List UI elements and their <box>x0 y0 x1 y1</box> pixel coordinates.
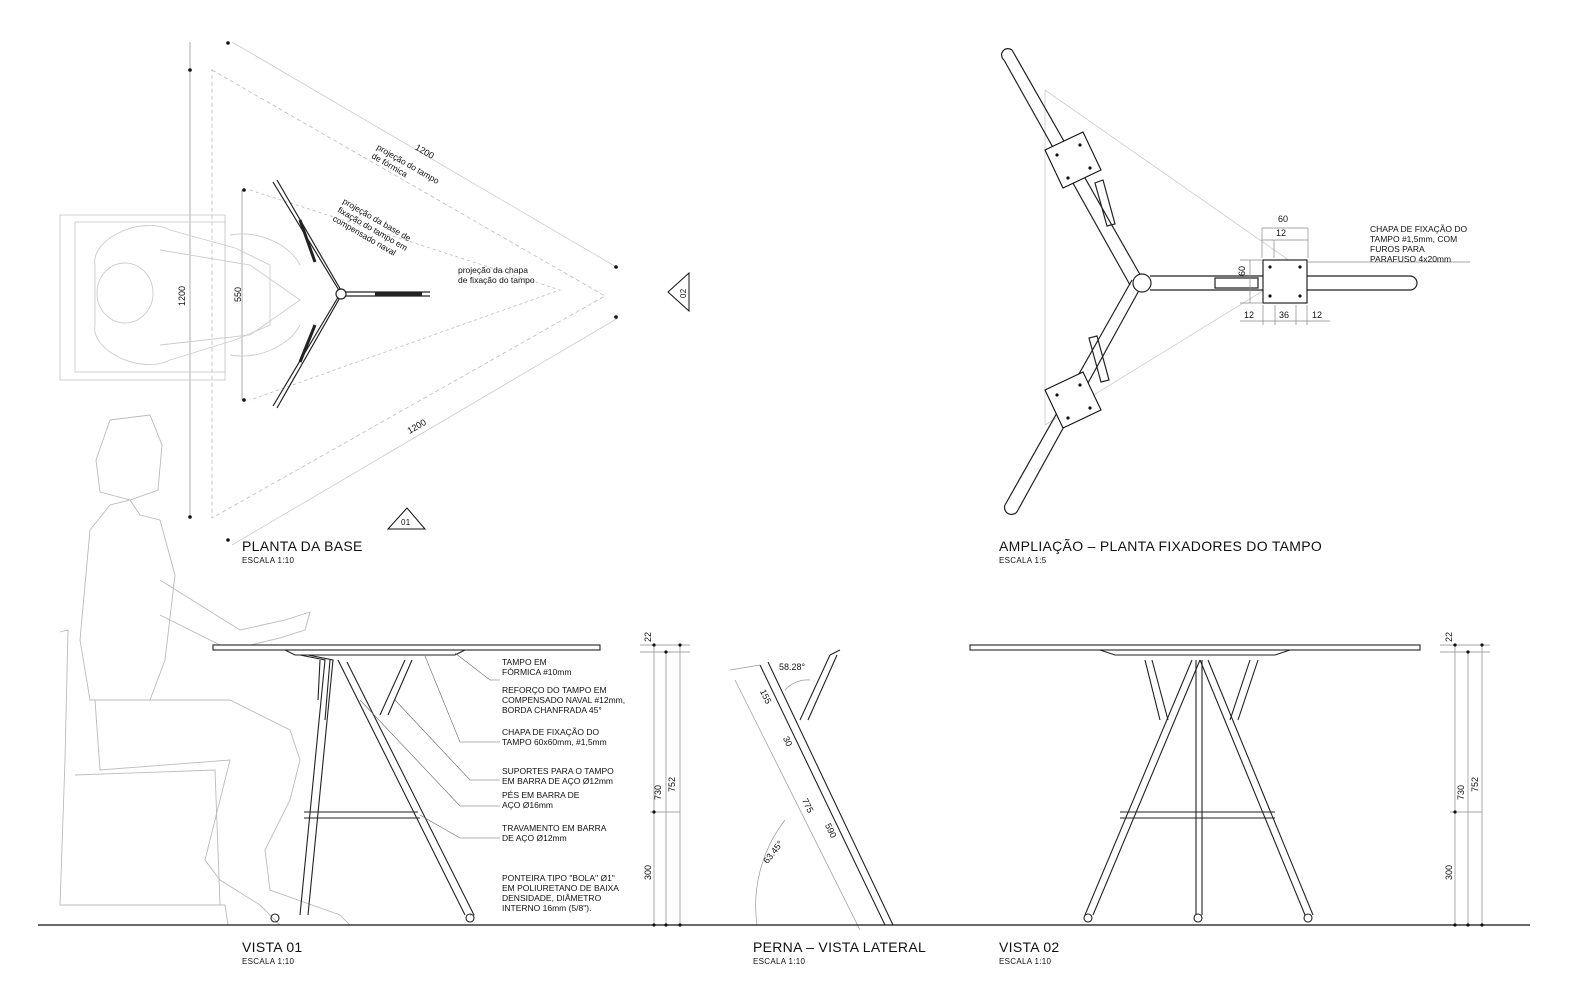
v2-dim-300: 300 <box>1444 864 1454 880</box>
vista01-table <box>212 644 601 923</box>
chapa-dim-right: 12 <box>1312 310 1323 320</box>
chapa-dim-off-top: 12 <box>1276 228 1287 238</box>
note-chapa: CHAPA DE FIXAÇÃO DO TAMPO 60x60mm, #1,5m… <box>502 727 607 747</box>
vista02-table <box>969 644 1421 923</box>
section-marker-01 <box>386 507 427 530</box>
vista02-title: VISTA 02 <box>999 939 1060 955</box>
chapa-dim-left: 12 <box>1244 310 1255 320</box>
section-marker-01-label: 01 <box>401 518 411 527</box>
planta-base-title: PLANTA DA BASE <box>242 538 363 554</box>
ampliacao-scale: ESCALA 1:5 <box>999 556 1047 565</box>
v2-dim-top: 22 <box>1444 631 1454 642</box>
v2-dim-730: 730 <box>1456 784 1466 800</box>
plan-label-chapa: projeção da chapa de fixação do tampo <box>458 265 535 285</box>
perna-scale: ESCALA 1:10 <box>753 957 806 966</box>
vista01-scale: ESCALA 1:10 <box>242 957 295 966</box>
vista01-person-chair <box>58 414 352 926</box>
perna-drawing <box>729 649 894 931</box>
ampliacao-title: AMPLIAÇÃO – PLANTA FIXADORES DO TAMPO <box>999 538 1323 554</box>
v1-dim-top: 22 <box>643 631 653 642</box>
plan-dim-inner: 550 <box>233 286 243 302</box>
chapa-note: CHAPA DE FIXAÇÃO DO TAMPO #1,5mm, COM FU… <box>1370 224 1468 264</box>
chapa-dim-h: 60 <box>1237 265 1247 276</box>
note-tampo: TAMPO EM FÓRMICA #10mm <box>502 657 572 677</box>
plan-person-chair <box>59 214 301 381</box>
vista01-title: VISTA 01 <box>242 939 303 955</box>
v1-dim-300: 300 <box>643 864 653 880</box>
note-pes: PÉS EM BARRA DE AÇO Ø16mm <box>502 790 580 810</box>
plan-tripod-legs <box>272 179 430 409</box>
plan-dim-left: 1200 <box>177 285 187 306</box>
v1-dim-730: 730 <box>653 784 663 800</box>
plan-dots <box>188 41 618 542</box>
chapa-dim-mid: 36 <box>1279 310 1290 320</box>
planta-base-drawing <box>189 41 619 546</box>
planta-base-scale: ESCALA 1:10 <box>242 556 295 565</box>
note-ponteira: PONTEIRA TIPO "BOLA" Ø1" EM POLIURETANO … <box>502 873 619 913</box>
chapa-dim-w: 60 <box>1278 214 1289 224</box>
section-marker-02 <box>667 271 690 313</box>
ampliacao-drawing <box>1001 48 1470 516</box>
note-suportes: SUPORTES PARA O TAMPO EM BARRA DE AÇO Ø1… <box>502 766 614 786</box>
v1-dim-752: 752 <box>667 776 677 792</box>
vista01-height-dims <box>640 644 690 925</box>
perna-title: PERNA – VISTA LATERAL <box>753 939 927 955</box>
vista02-height-dims <box>1440 644 1490 925</box>
note-reforco: REFORÇO DO TAMPO EM COMPENSADO NAVAL #12… <box>502 685 626 715</box>
leg-angle-top: 58.28° <box>779 662 806 672</box>
note-travamento: TRAVAMENTO EM BARRA DE AÇO Ø12mm <box>502 823 607 843</box>
vista01-leader-lines <box>359 652 500 916</box>
section-marker-02-label: 02 <box>679 288 688 299</box>
v2-dim-752: 752 <box>1470 776 1480 792</box>
vista02-scale: ESCALA 1:10 <box>999 957 1052 966</box>
